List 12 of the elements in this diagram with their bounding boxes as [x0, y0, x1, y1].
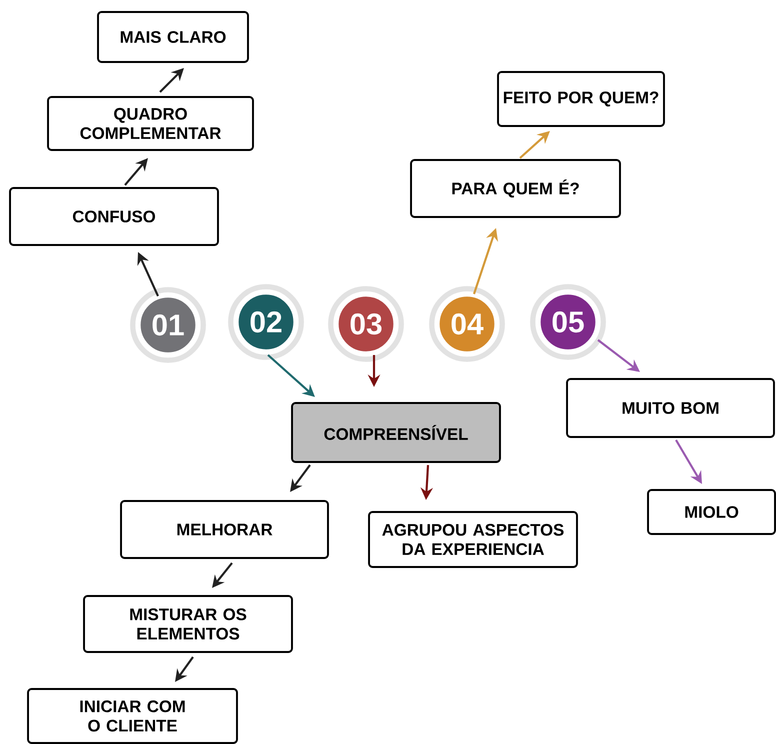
- text-box: FEITO POR QUEM?: [497, 71, 665, 127]
- text-box: PARA QUEM É?: [410, 159, 621, 218]
- text-box: MELHORAR: [120, 500, 329, 559]
- text-box: MISTURAR OS ELEMENTOS: [83, 595, 293, 653]
- text-box: MAIS CLARO: [97, 11, 249, 63]
- text-box: MIOLO: [647, 489, 776, 535]
- text-box: AGRUPOU ASPECTOS DA EXPERIENCIA: [368, 511, 578, 568]
- text-box: INICIAR COM O CLIENTE: [27, 688, 238, 744]
- text-box: CONFUSO: [9, 187, 219, 246]
- text-box: QUADRO COMPLEMENTAR: [47, 96, 254, 151]
- text-box: MUITO BOM: [566, 378, 775, 438]
- text-box: COMPREENSÍVEL: [291, 402, 501, 463]
